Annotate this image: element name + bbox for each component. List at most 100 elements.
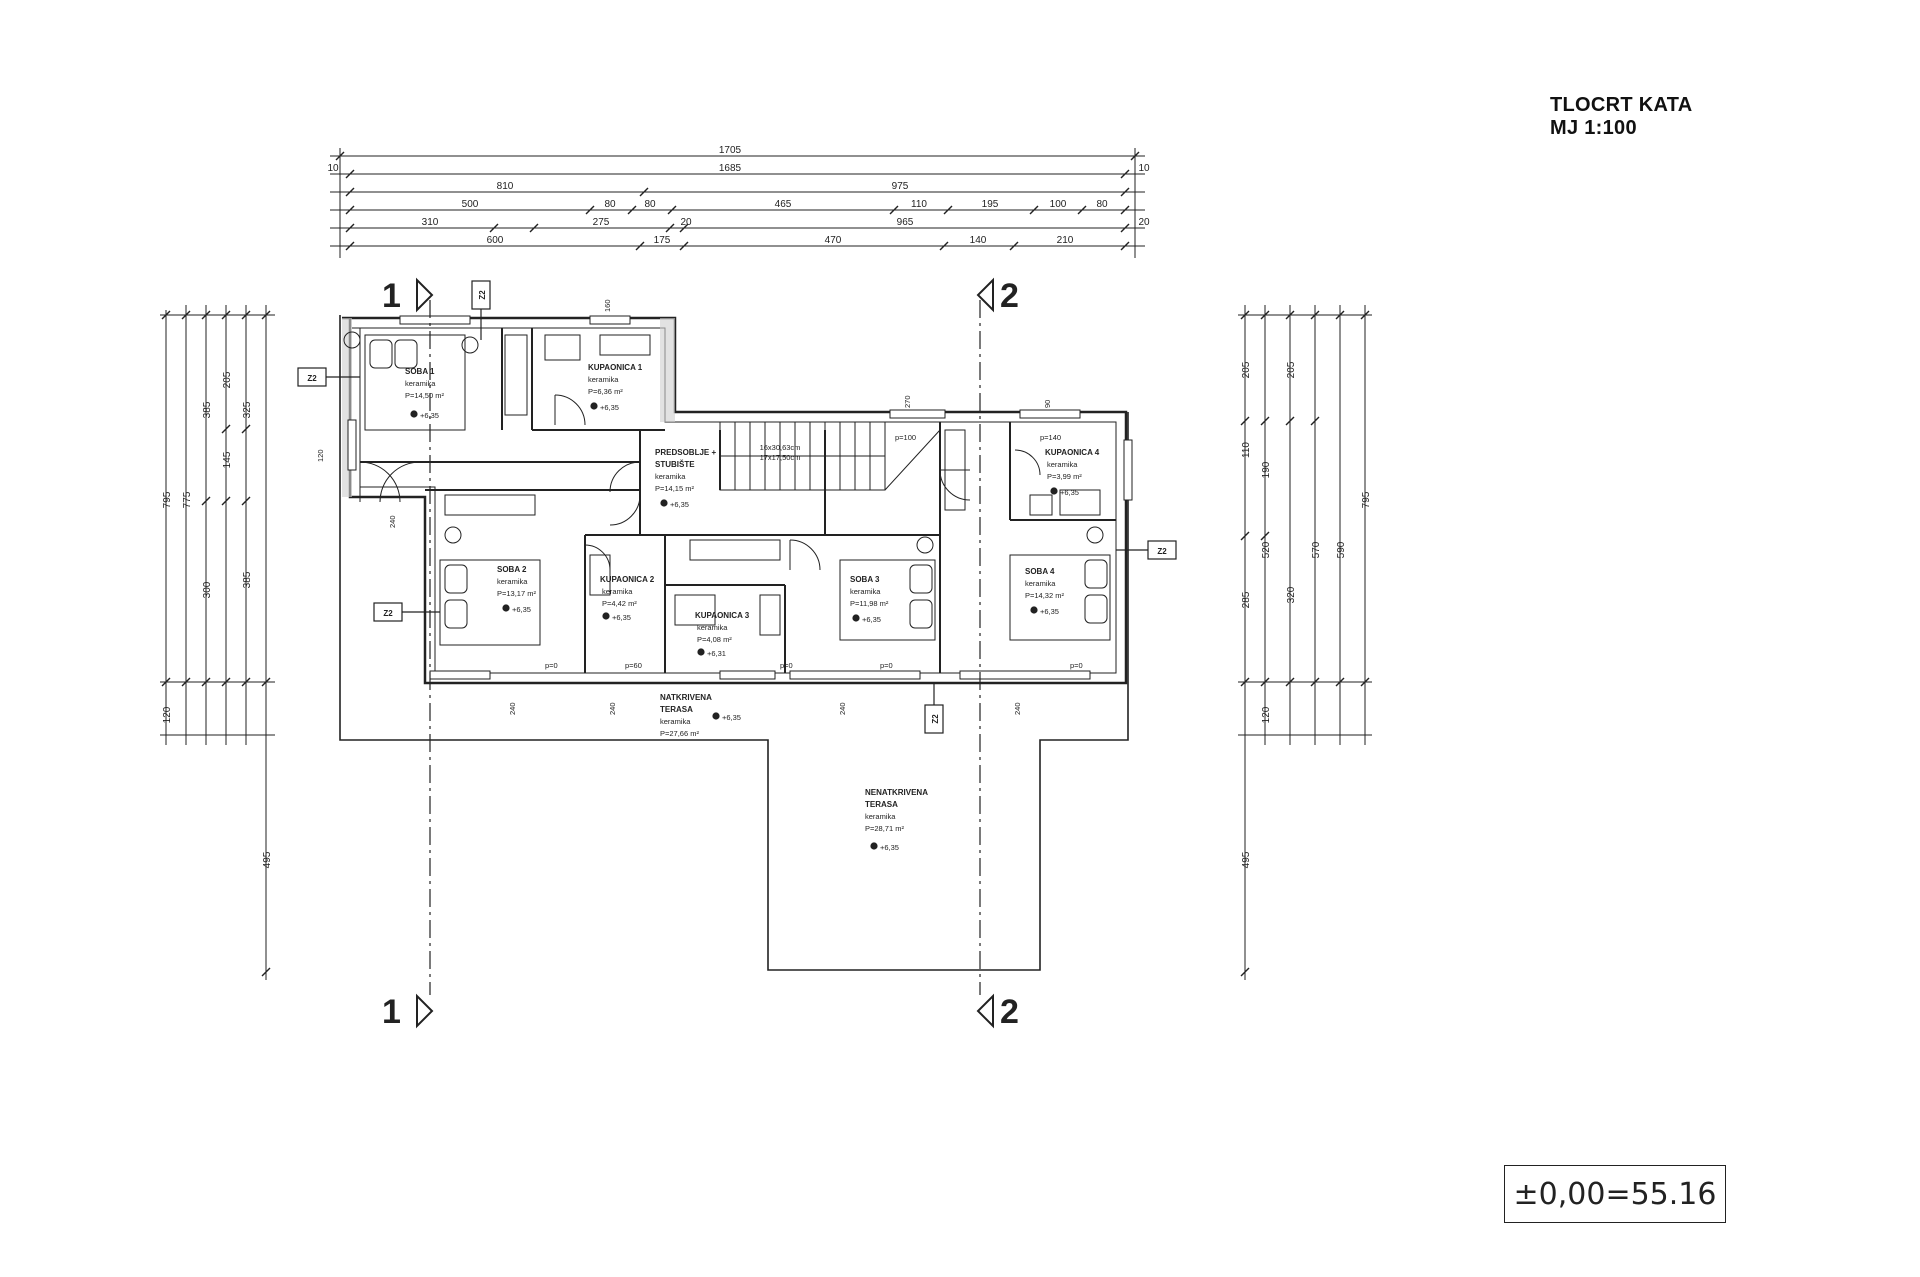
opening-p0-d: p=0 bbox=[1070, 661, 1083, 670]
svg-text:+6,35: +6,35 bbox=[600, 403, 619, 412]
opening-120: 120 bbox=[316, 449, 325, 462]
stair-label-2: 17x17,50cm bbox=[760, 453, 801, 462]
svg-text:keramika: keramika bbox=[697, 623, 728, 632]
dim-140: 140 bbox=[970, 235, 987, 246]
dim-810: 810 bbox=[497, 181, 514, 192]
svg-text:+6,35: +6,35 bbox=[670, 500, 689, 509]
drawing-scale: MJ 1:100 bbox=[1550, 117, 1637, 139]
level-markers bbox=[410, 402, 1058, 850]
svg-text:+6,35: +6,35 bbox=[862, 615, 881, 624]
svg-text:+6,35: +6,35 bbox=[512, 605, 531, 614]
dim-right-110: 110 bbox=[1241, 442, 1252, 458]
interior-walls bbox=[360, 328, 1116, 673]
dim-965: 965 bbox=[897, 217, 914, 228]
wall-tag-3: Z2 bbox=[383, 609, 393, 618]
dim-left-205: 205 bbox=[222, 371, 233, 388]
dim-right-120: 120 bbox=[1261, 706, 1272, 723]
dim-left-385: 385 bbox=[202, 401, 213, 418]
dim-right-320: 320 bbox=[1286, 586, 1297, 603]
opening-240-b: 240 bbox=[508, 702, 517, 715]
dim-600: 600 bbox=[487, 235, 504, 246]
dim-left-120: 120 bbox=[162, 706, 173, 723]
section-1-top: 1 bbox=[382, 277, 401, 315]
svg-text:+6,31: +6,31 bbox=[707, 649, 726, 658]
section-2-top: 2 bbox=[1000, 277, 1019, 315]
dim-right-205b: 205 bbox=[1286, 361, 1297, 378]
opening-270: 270 bbox=[903, 395, 912, 408]
wall-hatch bbox=[342, 318, 675, 497]
svg-text:keramika: keramika bbox=[865, 812, 896, 821]
opening-160: 160 bbox=[603, 299, 612, 312]
svg-text:P=13,17 m²: P=13,17 m² bbox=[497, 589, 536, 598]
left-dimension-chains bbox=[160, 305, 275, 980]
svg-text:P=27,66 m²: P=27,66 m² bbox=[660, 729, 699, 738]
svg-text:P=14,15 m²: P=14,15 m² bbox=[655, 484, 694, 493]
svg-text:P=6,36 m²: P=6,36 m² bbox=[588, 387, 623, 396]
svg-text:keramika: keramika bbox=[850, 587, 881, 596]
section-lines bbox=[429, 300, 981, 995]
wall-tag-2: Z2 bbox=[478, 290, 487, 300]
svg-text:KUPAONICA 4: KUPAONICA 4 bbox=[1045, 448, 1100, 457]
wall-tags bbox=[297, 280, 1177, 734]
top-dimension-chains bbox=[330, 148, 1145, 258]
dim-110: 110 bbox=[911, 199, 927, 210]
svg-text:NENATKRIVENA: NENATKRIVENA bbox=[865, 788, 928, 797]
dim-100: 100 bbox=[1050, 199, 1067, 210]
dim-right-205: 205 bbox=[1241, 361, 1252, 378]
dim-right-190: 190 bbox=[1261, 461, 1272, 478]
opening-p0-b: p=0 bbox=[780, 661, 793, 670]
svg-text:SOBA 3: SOBA 3 bbox=[850, 575, 880, 584]
dim-210: 210 bbox=[1057, 235, 1074, 246]
bed-soba-1 bbox=[364, 334, 466, 431]
svg-text:P=3,99 m²: P=3,99 m² bbox=[1047, 472, 1082, 481]
stair-label-1: 16x30,63cm bbox=[760, 443, 801, 452]
windows bbox=[347, 315, 1133, 680]
svg-text:SOBA 2: SOBA 2 bbox=[497, 565, 527, 574]
dim-right-520: 520 bbox=[1261, 541, 1272, 558]
svg-text:+6,35: +6,35 bbox=[1060, 488, 1079, 497]
top-dimension-labels: 1705 1685 810 975 500 80 80 465 110 195 … bbox=[327, 145, 1150, 246]
dim-80a: 80 bbox=[604, 199, 616, 210]
svg-text:KUPAONICA 2: KUPAONICA 2 bbox=[600, 575, 655, 584]
svg-text:keramika: keramika bbox=[655, 472, 686, 481]
opening-p140: p=140 bbox=[1040, 433, 1061, 442]
room-kupaonica-4: KUPAONICA 4 keramika P=3,99 m² +6,35 bbox=[1045, 448, 1100, 497]
opening-240-c: 240 bbox=[608, 702, 617, 715]
dim-right-590: 590 bbox=[1336, 541, 1347, 558]
building-outline bbox=[339, 315, 1129, 971]
wall-tag-5: Z2 bbox=[931, 714, 940, 724]
drawing-title: TLOCRT KATA MJ 1:100 bbox=[1550, 94, 1693, 140]
opening-p0-c: p=0 bbox=[880, 661, 893, 670]
dim-1685: 1685 bbox=[719, 163, 742, 174]
svg-text:P=4,42 m²: P=4,42 m² bbox=[602, 599, 637, 608]
wardrobe-4 bbox=[944, 429, 966, 511]
svg-text:SOBA 1: SOBA 1 bbox=[405, 367, 435, 376]
svg-text:keramika: keramika bbox=[588, 375, 619, 384]
dim-1705: 1705 bbox=[719, 145, 742, 156]
dim-80c: 80 bbox=[1096, 199, 1108, 210]
wardrobe-3 bbox=[689, 539, 781, 561]
opening-labels: p=100 p=140 p=0 p=60 p=0 p=0 p=0 120 240… bbox=[316, 299, 1083, 715]
room-nenatkrivena-terasa: NENATKRIVENA TERASA keramika P=28,71 m² … bbox=[865, 788, 928, 852]
opening-p0-a: p=0 bbox=[545, 661, 558, 670]
bed-soba-4 bbox=[1009, 554, 1111, 641]
svg-text:SOBA 4: SOBA 4 bbox=[1025, 567, 1055, 576]
svg-text:+6,35: +6,35 bbox=[612, 613, 631, 622]
dim-right-570: 570 bbox=[1311, 541, 1322, 558]
svg-text:NATKRIVENA: NATKRIVENA bbox=[660, 693, 712, 702]
right-dimension-labels: 205 205 110 190 520 570 590 320 285 795 … bbox=[1241, 361, 1372, 868]
dim-195: 195 bbox=[982, 199, 999, 210]
wardrobe-2 bbox=[444, 494, 536, 516]
svg-text:keramika: keramika bbox=[497, 577, 528, 586]
svg-text:P=4,08 m²: P=4,08 m² bbox=[697, 635, 732, 644]
dim-right-285: 285 bbox=[1241, 591, 1252, 608]
svg-text:+6,35: +6,35 bbox=[420, 411, 439, 420]
dim-500: 500 bbox=[462, 199, 479, 210]
staircase bbox=[719, 421, 941, 491]
level-reference: ±0,00=55.16 bbox=[1513, 1176, 1717, 1212]
dim-right-795: 795 bbox=[1361, 491, 1372, 508]
dim-465: 465 bbox=[775, 199, 792, 210]
dim-975: 975 bbox=[892, 181, 909, 192]
svg-text:P=14,32 m²: P=14,32 m² bbox=[1025, 591, 1064, 600]
room-soba-1: SOBA 1 keramika P=14,50 m² +6,35 bbox=[405, 367, 444, 420]
